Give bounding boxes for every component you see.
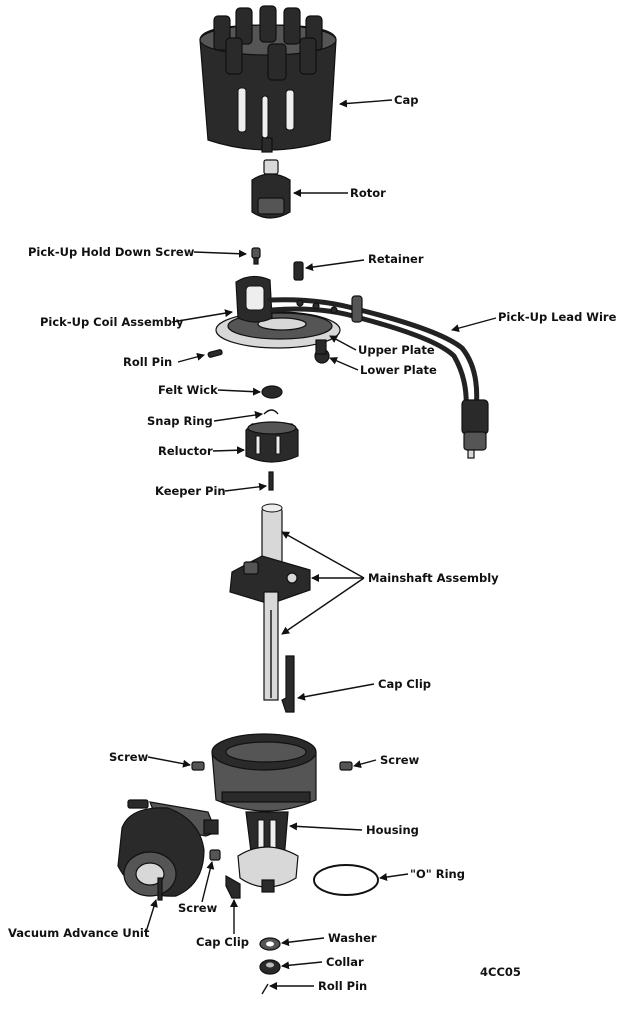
label-lower-plate: Lower Plate	[360, 363, 437, 377]
o-ring-part	[313, 864, 379, 896]
snap-ring-part	[263, 409, 279, 415]
figure-code: 4CC05	[480, 965, 521, 979]
label-mainshaft-assembly: Mainshaft Assembly	[368, 571, 499, 585]
label-screw-lower: Screw	[178, 901, 218, 915]
label-pickup-coil-assembly: Pick-Up Coil Assembly	[40, 315, 184, 329]
label-keeper-pin: Keeper Pin	[155, 484, 226, 498]
label-reluctor: Reluctor	[158, 444, 213, 458]
label-screw-right: Screw	[380, 753, 420, 767]
retainer-part	[293, 261, 304, 281]
rotor-part	[251, 159, 291, 219]
collar-part	[259, 959, 281, 975]
screw-left-part	[191, 761, 205, 771]
pickup-lead-wire-part	[267, 295, 489, 459]
cap-clip-upper-part	[281, 655, 295, 713]
reluctor-part	[245, 421, 299, 463]
label-retainer: Retainer	[368, 252, 424, 266]
label-pickup-hold-down-screw: Pick-Up Hold Down Screw	[28, 245, 195, 259]
label-collar: Collar	[326, 955, 364, 969]
washer-part	[259, 937, 281, 951]
mainshaft-assembly-part	[229, 503, 311, 701]
cap-clip-lower-part	[225, 874, 241, 899]
housing-part	[211, 733, 317, 893]
leader-lines	[145, 99, 497, 990]
label-rotor: Rotor	[350, 186, 386, 200]
pickup-coil-plates-part	[215, 275, 341, 364]
label-housing: Housing	[366, 823, 419, 837]
label-roll-pin-top: Roll Pin	[123, 355, 172, 369]
label-pickup-lead-wire: Pick-Up Lead Wire	[498, 310, 617, 324]
label-washer: Washer	[328, 931, 377, 945]
roll-pin-top-part	[207, 349, 223, 358]
cap-part	[199, 5, 337, 153]
roll-pin-bottom-part	[261, 983, 269, 995]
label-cap-clip-upper: Cap Clip	[378, 677, 431, 691]
label-cap: Cap	[394, 93, 418, 107]
pickup-hold-down-screw-part	[251, 247, 261, 265]
label-cap-clip-lower: Cap Clip	[196, 935, 249, 949]
label-felt-wick: Felt Wick	[158, 383, 218, 397]
felt-wick-part	[261, 385, 283, 399]
label-screw-left: Screw	[109, 750, 149, 764]
label-o-ring: "O" Ring	[410, 867, 465, 881]
vacuum-advance-unit-part	[117, 799, 219, 901]
label-upper-plate: Upper Plate	[358, 343, 435, 357]
label-vacuum-advance-unit: Vacuum Advance Unit	[8, 926, 150, 940]
screw-lower-part	[209, 849, 221, 861]
label-roll-pin-bottom: Roll Pin	[318, 979, 367, 993]
label-snap-ring: Snap Ring	[147, 414, 213, 428]
screw-right-part	[339, 761, 353, 771]
keeper-pin-part	[268, 471, 274, 491]
